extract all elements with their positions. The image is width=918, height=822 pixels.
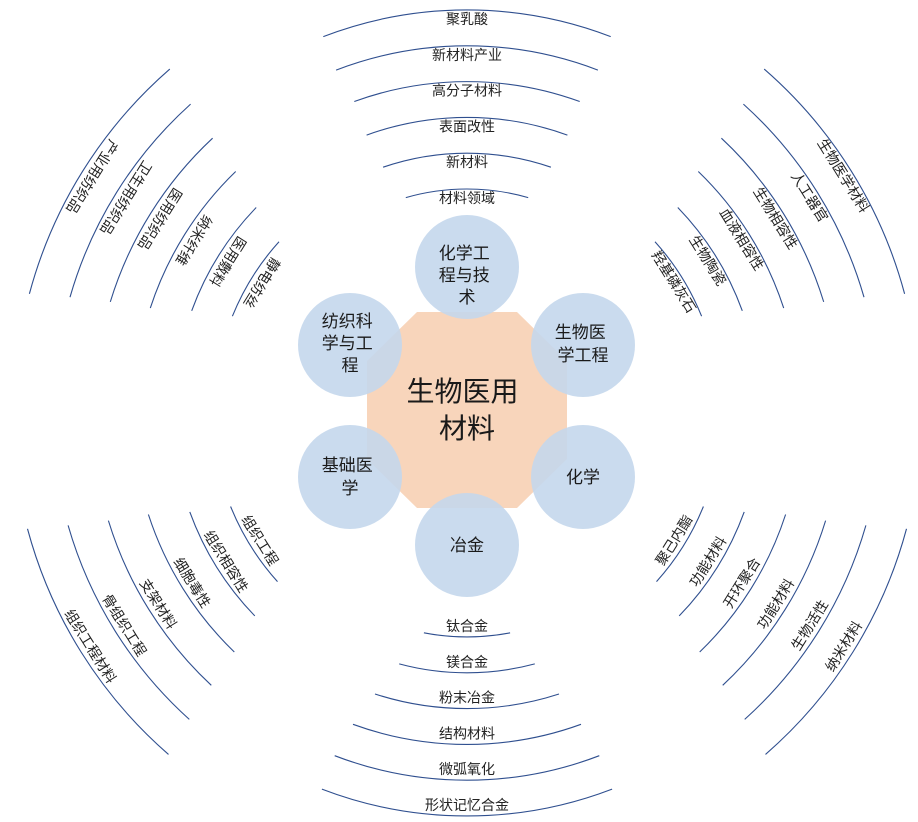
keyword-arc-top-1	[382, 152, 552, 168]
center-label: 生物医用 材料	[407, 375, 528, 445]
keyword-arc-upper-right-4	[743, 103, 865, 298]
keyword-arc-lower-left-5	[26, 528, 169, 755]
keyword-label-upper-left-1: 医用敷料	[205, 233, 248, 289]
keyword-arc-lower-left-4	[67, 525, 190, 720]
keyword-label-lower-left-4: 骨组织工程	[98, 592, 149, 660]
keyword-label-upper-right-3: 生物相容性	[749, 184, 801, 252]
keyword-arc-top-2	[366, 116, 568, 136]
keyword-arc-upper-right-5	[763, 68, 906, 294]
keyword-arc-bottom-3	[352, 723, 582, 745]
keyword-arc-bottom-1	[399, 663, 535, 674]
keyword-label-lower-left-0: 组织工程	[238, 513, 281, 569]
keyword-label-lower-right-0: 聚己内酯	[653, 513, 696, 569]
keyword-arc-lower-right-5	[765, 528, 908, 755]
keyword-arc-upper-right-0	[654, 241, 703, 317]
keyword-label-lower-left-2: 细胞毒性	[170, 555, 213, 611]
keyword-label-bottom-4: 微弧氧化	[439, 762, 495, 778]
keyword-arc-lower-left-0	[230, 506, 278, 582]
keyword-label-upper-right-4: 人工器官	[787, 169, 830, 225]
keyword-arc-lower-left-1	[189, 511, 256, 617]
keyword-label-upper-left-0: 静电纺丝	[239, 254, 282, 310]
keyword-arc-upper-right-3	[721, 137, 825, 303]
keyword-arc-lower-right-1	[678, 511, 745, 617]
keyword-arc-bottom-2	[374, 693, 560, 710]
keyword-label-bottom-3: 结构材料	[439, 726, 495, 742]
keyword-arc-lower-right-0	[656, 506, 704, 582]
keyword-label-lower-left-1: 组织相容性	[200, 528, 252, 596]
node-metallurgy	[415, 493, 519, 597]
node-label-basic-med: 基础医 学	[322, 456, 378, 499]
keyword-arc-top-4	[335, 45, 599, 71]
keyword-arc-top-0	[405, 188, 529, 199]
node-basic-med	[298, 425, 402, 529]
keyword-label-bottom-2: 粉末冶金	[439, 691, 495, 707]
keyword-label-top-4: 新材料产业	[432, 48, 502, 64]
node-label-bio-eng: 生物医 学工程	[555, 323, 611, 366]
node-bio-eng	[531, 293, 635, 397]
arcs-layer	[26, 9, 908, 817]
node-label-textile: 纺织科 学与工 程	[322, 312, 378, 376]
keyword-label-lower-right-4: 生物活性	[789, 598, 832, 654]
keyword-label-bottom-5: 形状记忆合金	[425, 798, 509, 814]
keyword-arc-upper-left-5	[28, 68, 171, 294]
keyword-arc-upper-right-2	[697, 171, 785, 309]
keyword-arc-bottom-0	[423, 632, 511, 638]
keyword-arc-upper-left-2	[149, 171, 237, 309]
keyword-label-bottom-1: 镁合金	[446, 655, 488, 671]
keyword-label-top-1: 新材料	[446, 155, 488, 171]
keyword-label-upper-left-3: 医用纺织品	[134, 185, 185, 253]
keyword-label-lower-right-1: 功能材料	[687, 534, 730, 590]
keyword-arc-upper-left-1	[191, 207, 257, 311]
keyword-arc-top-3	[354, 81, 580, 103]
keyword-label-top-0: 材料领域	[439, 191, 495, 207]
node-textile	[298, 293, 402, 397]
keyword-label-lower-right-2: 开环聚合	[721, 555, 764, 611]
keyword-arc-lower-left-2	[147, 514, 235, 653]
keyword-arc-lower-left-3	[107, 520, 212, 686]
keyword-arc-upper-left-3	[109, 137, 213, 303]
keyword-label-top-5: 聚乳酸	[446, 12, 488, 28]
keyword-arc-lower-right-4	[744, 525, 867, 720]
keyword-label-upper-left-2: 纳米纤维	[171, 212, 214, 268]
keyword-arc-upper-right-1	[677, 207, 743, 311]
keyword-label-top-2: 表面改性	[439, 119, 495, 135]
node-label-metallurgy: 冶金	[450, 536, 484, 556]
keyword-label-upper-right-1: 生物陶瓷	[685, 233, 728, 289]
center-hexagon	[367, 312, 567, 508]
node-label-chem-eng: 化学工 程与技 术	[439, 244, 495, 308]
node-label-chemistry: 化学	[566, 468, 600, 488]
keyword-arc-bottom-5	[321, 788, 613, 817]
keyword-arc-lower-right-3	[722, 520, 827, 686]
keyword-arc-bottom-4	[334, 755, 600, 781]
keyword-arc-upper-left-4	[69, 103, 191, 298]
keyword-label-lower-right-5: 纳米材料	[823, 619, 866, 675]
node-chem-eng	[415, 215, 519, 319]
keyword-arc-upper-left-0	[231, 241, 280, 317]
keyword-label-upper-right-2: 血液相容性	[716, 205, 768, 273]
node-chemistry	[531, 425, 635, 529]
keyword-arc-top-5	[323, 9, 611, 38]
keyword-label-top-3: 高分子材料	[432, 83, 502, 100]
keyword-label-bottom-0: 钛合金	[446, 619, 488, 635]
keyword-label-upper-right-0: 羟基磷灰石	[648, 248, 700, 316]
keyword-arc-lower-right-2	[699, 514, 787, 653]
